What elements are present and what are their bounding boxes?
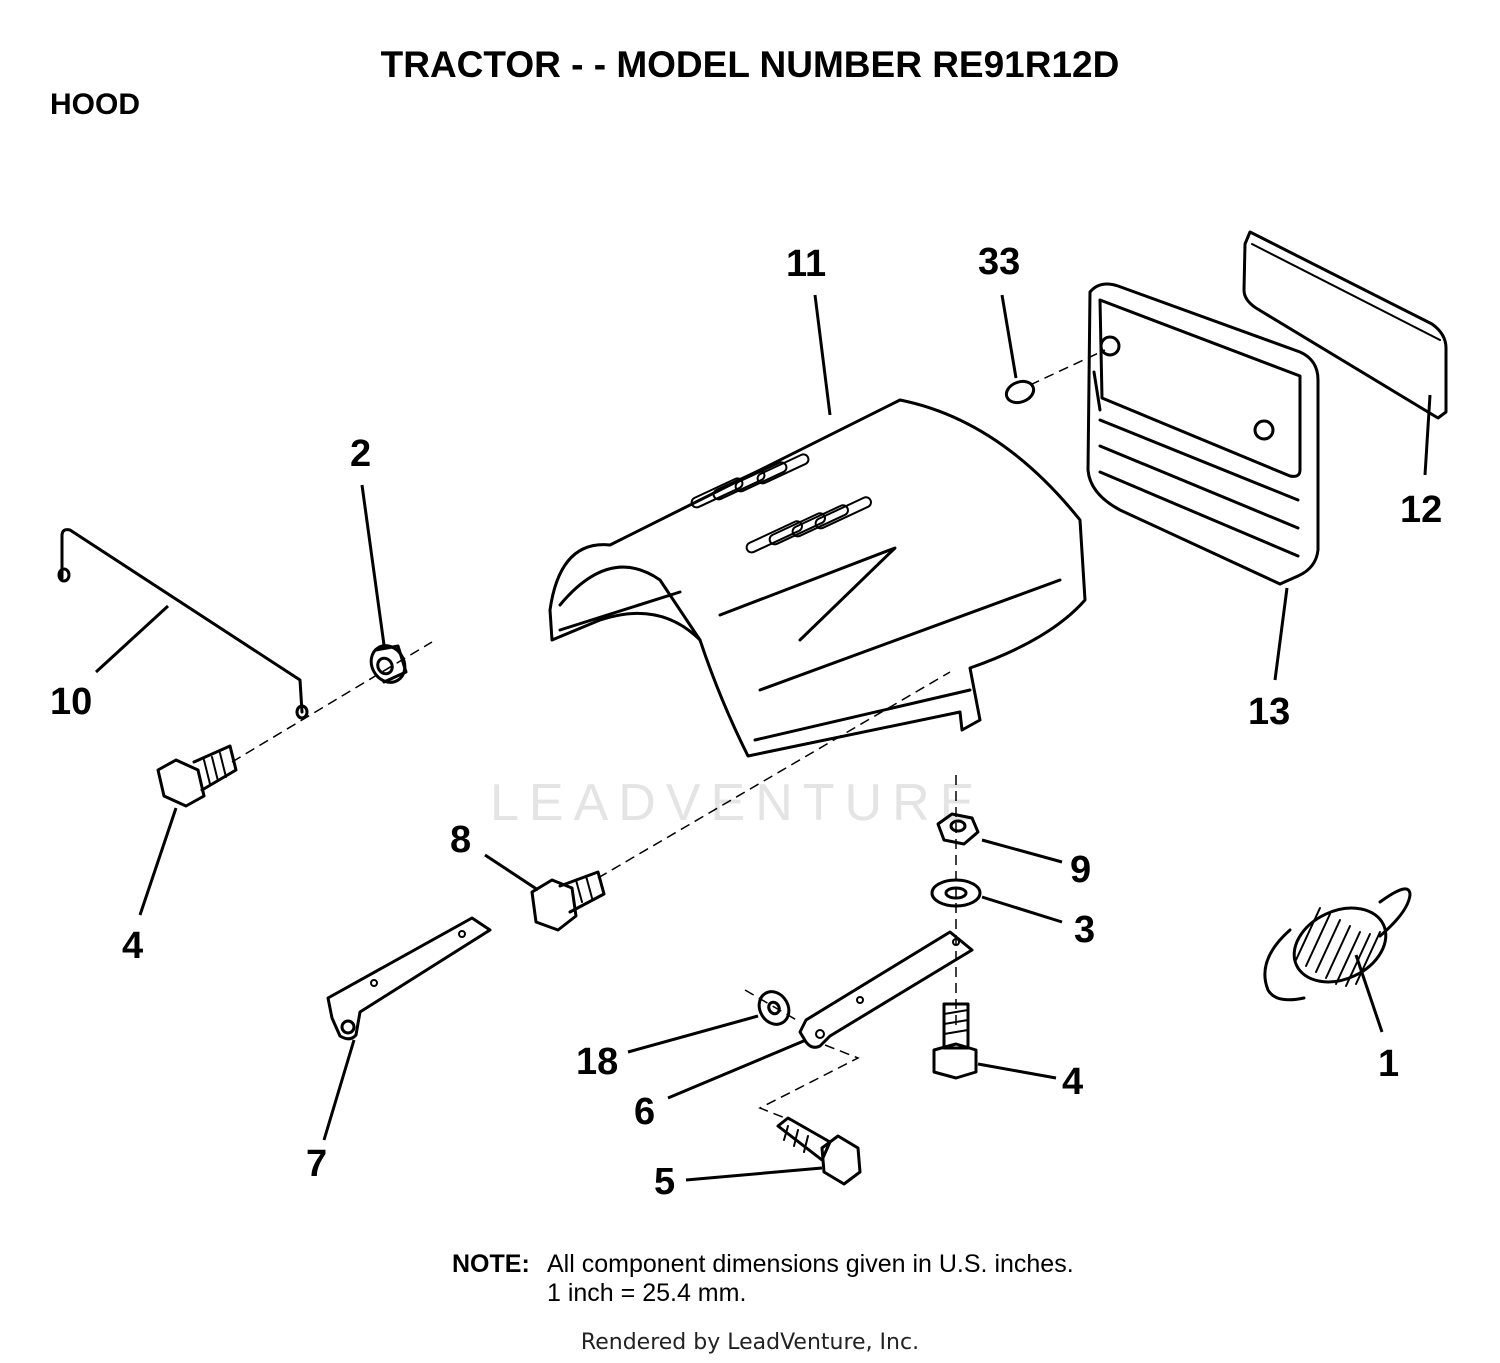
callout-5: 5 [654, 1161, 675, 1203]
callout-9: 9 [1070, 849, 1091, 891]
callout-4-right: 4 [1062, 1061, 1083, 1103]
callout-4-left: 4 [122, 925, 143, 967]
callouts: 11 33 12 13 2 10 4 8 9 3 1 18 6 4 7 5 [50, 241, 1442, 1203]
assembly-lines [231, 349, 1106, 1121]
small-washer-part [757, 990, 791, 1026]
grille-part [1086, 282, 1320, 586]
washer-part [930, 878, 982, 908]
footer-credit: Rendered by LeadVenture, Inc. [580, 1330, 920, 1355]
emblem-part [1242, 230, 1448, 420]
callout-1: 1 [1378, 1043, 1399, 1085]
carriage-bolt-part [776, 1116, 862, 1186]
section-label: HOOD [50, 88, 140, 121]
watermark: LEADVENTURE [490, 774, 984, 832]
callout-3: 3 [1074, 909, 1095, 951]
note-block: NOTE: All component dimensions given in U… [452, 1250, 1074, 1308]
right-bracket-part [798, 930, 974, 1049]
callout-12: 12 [1400, 489, 1442, 531]
vertical-bolt-part [932, 1002, 978, 1080]
callout-11: 11 [786, 243, 826, 285]
callout-18: 18 [576, 1041, 618, 1083]
hood-part [548, 398, 1087, 758]
callout-33: 33 [978, 241, 1020, 283]
nut-part [369, 644, 408, 684]
callout-8: 8 [450, 819, 471, 861]
callout-2: 2 [350, 433, 371, 475]
note-label: NOTE: [452, 1250, 530, 1278]
note-line-1: All component dimensions given in U.S. i… [547, 1250, 1074, 1278]
flange-bolt-part [530, 870, 606, 932]
spring-part [1263, 887, 1412, 1002]
diagram-title: TRACTOR - - MODEL NUMBER RE91R12D [380, 44, 1120, 85]
callout-13: 13 [1248, 691, 1290, 733]
left-bracket-part [326, 916, 492, 1041]
hex-nut-part [936, 812, 980, 846]
callout-6: 6 [634, 1091, 655, 1133]
hood-rod-part [57, 528, 309, 720]
callout-7: 7 [306, 1143, 327, 1185]
plug-part [1004, 379, 1036, 405]
leader-lines [94, 294, 1432, 1182]
callout-10: 10 [50, 681, 92, 723]
note-line-2: 1 inch = 25.4 mm. [547, 1279, 747, 1307]
hex-bolt-part [156, 744, 238, 808]
